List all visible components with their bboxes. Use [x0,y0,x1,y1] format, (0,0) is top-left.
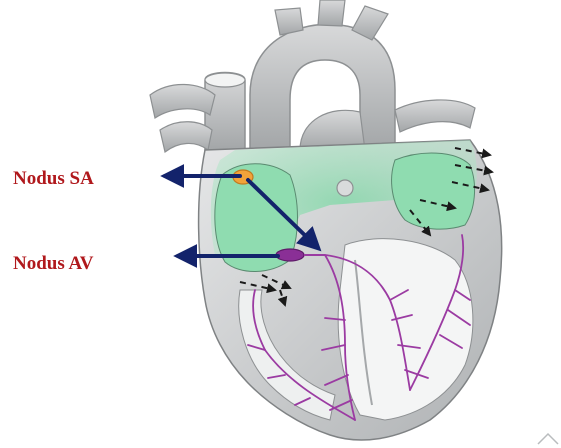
sa-node-label: Nodus SA [13,169,94,188]
av-node-label: Nodus AV [13,254,93,273]
chevron-up-icon [538,434,558,444]
